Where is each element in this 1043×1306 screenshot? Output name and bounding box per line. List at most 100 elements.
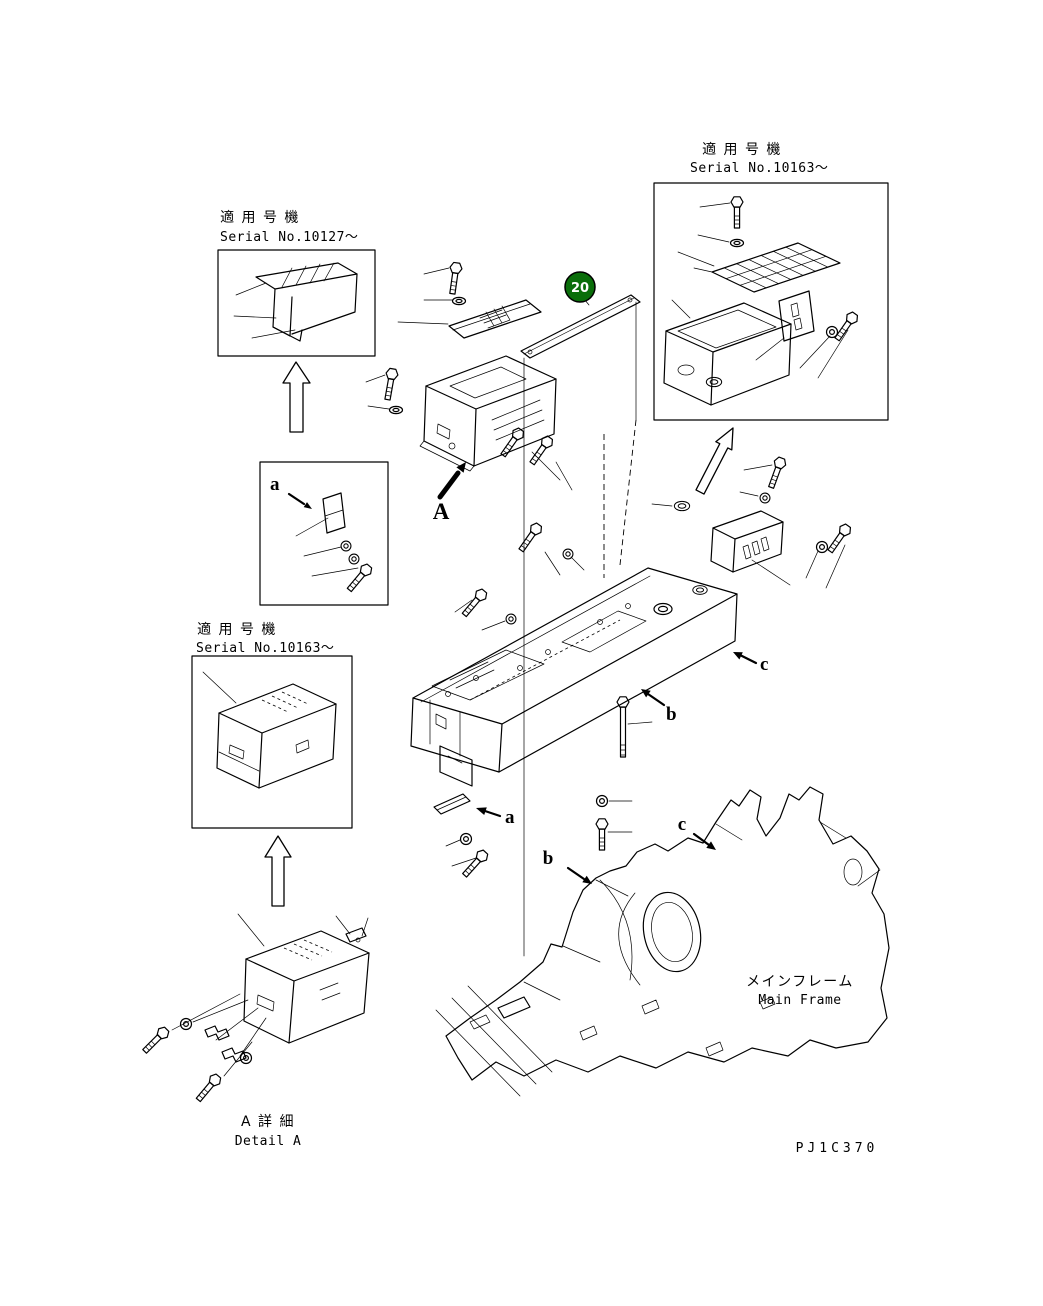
view-a-arrow-line [437, 470, 461, 500]
plate-a-assembly: a [433, 793, 515, 880]
washer [451, 296, 467, 306]
arrow-head-icon [582, 875, 592, 884]
bolt [193, 1071, 224, 1105]
bolt [831, 309, 861, 344]
marker-b-center: b [641, 689, 677, 725]
detail-frame [259, 461, 389, 606]
detail-frame [653, 182, 889, 421]
part-callout-20[interactable]: 20 [564, 271, 596, 306]
washer [179, 1017, 193, 1031]
long-bolt [616, 696, 653, 758]
callout-circle[interactable] [564, 271, 596, 303]
marker-c-frame: c [678, 814, 716, 850]
marker-b-frame: b [543, 848, 592, 884]
detail-box-top-right: 適 用 号 機 Serial No.10163～ [653, 141, 889, 421]
washer [595, 794, 609, 808]
bolt [730, 196, 744, 229]
up-right-arrow-icon [695, 427, 734, 495]
bolt [497, 425, 527, 460]
arrow-line [566, 866, 586, 881]
arrow-head-icon [476, 807, 487, 815]
marker-c-label: c [678, 814, 686, 835]
arrow-head-icon [706, 841, 716, 850]
arrow-head-icon [303, 502, 312, 509]
washer [459, 832, 473, 846]
leader-lines [171, 993, 267, 1077]
washer [388, 405, 404, 415]
marker-a-label: a [505, 807, 515, 828]
cover-part-drawing [237, 913, 370, 1044]
grommet [705, 376, 723, 388]
bolt [344, 561, 375, 595]
up-arrow-icon [282, 361, 311, 433]
grommet [692, 585, 708, 595]
detail-a-assembly: A 詳 細 Detail A [139, 913, 370, 1149]
serial-number-label: Serial No.10163～ [690, 161, 828, 176]
detail-frame [191, 655, 353, 829]
right-cover-assembly [710, 455, 854, 589]
plate-part-drawing [322, 492, 346, 534]
detail-frame [217, 249, 376, 357]
bolt [515, 520, 545, 555]
bolt [459, 586, 490, 620]
leader-lines [755, 329, 849, 379]
main-frame-label-en: Main Frame [758, 993, 841, 1008]
lid-part-drawing [448, 299, 542, 339]
applicable-serial-title-jp: 適 用 号 機 [702, 141, 782, 158]
marker-b-label: b [666, 704, 677, 725]
arrow-line [738, 653, 758, 665]
box-part-drawing [663, 299, 792, 406]
leader-lines [739, 464, 773, 497]
washer [759, 492, 771, 504]
bolt [380, 367, 400, 402]
washer [348, 553, 360, 565]
leader-lines [531, 451, 573, 491]
bolt [139, 1024, 172, 1057]
bolt [764, 455, 789, 491]
arrow-head-icon [733, 652, 743, 660]
strip-part [520, 294, 641, 359]
detail-box-mid-left: 適 用 号 機 Serial No.10163～ [191, 621, 353, 829]
bolt [824, 521, 854, 556]
serial-number-label: Serial No.10163～ [196, 641, 334, 656]
view-a-arrow-head-icon [456, 462, 466, 473]
clip-part [204, 1025, 230, 1041]
washer [729, 238, 745, 248]
washer [340, 540, 352, 552]
arrow-line [287, 492, 306, 506]
grate-part-drawing [711, 242, 841, 293]
bracket-part-drawing [233, 262, 358, 342]
serial-number-label: Serial No.10127～ [220, 230, 358, 245]
leader-lines [677, 202, 731, 273]
leader-lines [397, 267, 453, 325]
detail-box-top-left: 適 用 号 機 Serial No.10127～ [217, 209, 376, 357]
main-frame-label-jp: メインフレーム [746, 974, 854, 990]
grommet [673, 500, 691, 512]
center-fasteners [454, 500, 691, 851]
arrow-line [646, 692, 666, 707]
grommet [653, 602, 673, 616]
clip-part [221, 1047, 247, 1063]
marker-c-label: c [760, 654, 768, 675]
leader-lines [445, 839, 477, 867]
detail-a-caption-jp: A 詳 細 [241, 1114, 295, 1130]
bolt [445, 261, 464, 296]
leader-lines [295, 517, 359, 577]
leader-lines [751, 544, 846, 589]
detail-marker-a-label: a [270, 474, 280, 495]
cover-a-assembly: A [365, 261, 573, 524]
bolt [595, 818, 609, 851]
projection-lines [523, 301, 637, 957]
arrow-head-icon [641, 689, 651, 698]
applicable-serial-title-jp: 適 用 号 機 [220, 209, 300, 226]
callout-number: 20 [571, 281, 589, 296]
view-label-a: A [433, 499, 450, 524]
up-arrow-icon [264, 835, 292, 907]
cover-box-drawing [419, 355, 557, 472]
cover-part-drawing [202, 671, 337, 789]
latch-part-drawing [335, 915, 369, 943]
frame-member-drawing [410, 567, 738, 787]
applicable-serial-title-jp: 適 用 号 機 [197, 621, 277, 638]
